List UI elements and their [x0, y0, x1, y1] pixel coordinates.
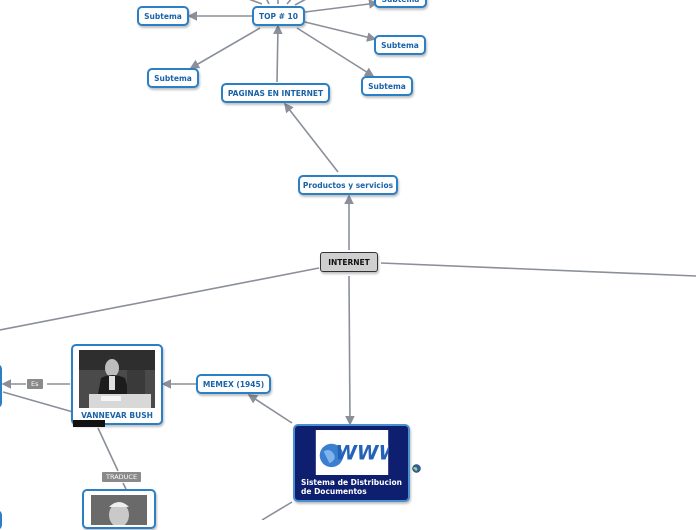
connector-center-left: [0, 267, 320, 331]
node-subtema-lowright[interactable]: Subtema: [361, 76, 413, 96]
connector-sistema-memex: [247, 394, 293, 424]
connector-vannevar-traduce: [97, 427, 119, 472]
vannevar-bush-label: VANNEVAR BUSH: [81, 411, 153, 420]
label-es: Es: [27, 379, 43, 389]
connector-top10-subtema-lowright: [296, 27, 375, 77]
node-partial-bottom-left[interactable]: [0, 510, 2, 530]
node-subtema-lowleft[interactable]: Subtema: [147, 68, 199, 88]
vannevar-bush-photo: [79, 350, 155, 408]
label-traduce: TRADUCE: [102, 472, 142, 482]
node-subtema-right[interactable]: Subtema: [374, 35, 426, 55]
node-paginas-internet[interactable]: PAGINAS EN INTERNET: [221, 83, 330, 103]
node-productos-servicios[interactable]: Productos y servicios: [298, 175, 398, 195]
node-subtema-left[interactable]: Subtema: [137, 6, 189, 26]
node-subtema-topright[interactable]: Subtema: [374, 0, 427, 8]
vannevar-dark-tab: [73, 420, 105, 427]
globe-icon[interactable]: [412, 458, 421, 473]
node-partial-left[interactable]: [0, 364, 2, 408]
www-text: WWW: [335, 441, 389, 464]
connector-paginas-top10: [273, 24, 283, 83]
node-traduce-target[interactable]: [82, 489, 156, 529]
sistema-label-line1: Sistema de Distribucion: [301, 478, 402, 487]
connector-center-sistema: [345, 275, 355, 426]
connector-top10-subtema-right: [304, 21, 377, 42]
sistema-label-line2: de Documentos: [301, 487, 367, 496]
connector-top10-subtema-lowleft: [189, 27, 261, 69]
connector-top10-subtema-topright: [304, 0, 379, 13]
connector-productos-paginas: [284, 102, 339, 173]
node-internet[interactable]: INTERNET: [320, 252, 378, 272]
connector-center-right: [380, 262, 696, 277]
portrait-photo: [91, 495, 147, 525]
node-sistema-distribucion[interactable]: WWW Sistema de Distribucion de Documento…: [293, 424, 410, 502]
node-top10[interactable]: TOP # 10: [252, 6, 305, 26]
www-globe-image: WWW: [315, 430, 389, 475]
node-vannevar-bush[interactable]: VANNEVAR BUSH: [71, 344, 163, 425]
node-memex[interactable]: MEMEX (1945): [196, 374, 271, 394]
